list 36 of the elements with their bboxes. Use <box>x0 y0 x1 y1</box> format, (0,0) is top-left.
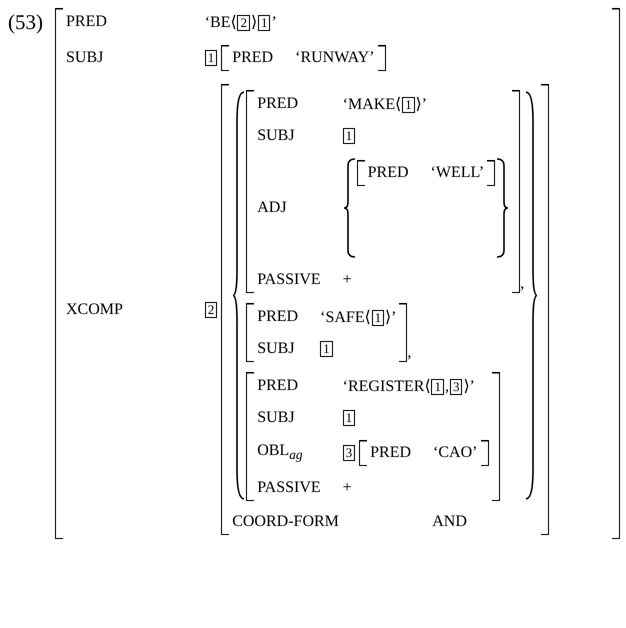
feature-name: COORD-FORM <box>232 513 340 531</box>
feature-name: ADJ <box>257 199 288 217</box>
index-tag: 1 <box>342 128 356 144</box>
feature-name: PRED <box>232 49 274 67</box>
feature-value: ‘SAFE⟨1⟩’ <box>320 308 396 327</box>
feature-value: ‘BE⟨2⟩1’ <box>204 13 277 32</box>
feature-value: + <box>342 271 352 289</box>
feature-name: PRED <box>370 444 412 462</box>
feature-value: ‘CAO’ <box>433 444 478 462</box>
example-number: (53) <box>8 10 43 35</box>
feature-name: PRED <box>368 164 409 182</box>
feature-name: XCOMP <box>66 300 124 318</box>
feature-value: ‘WELL’ <box>430 164 484 182</box>
index-tag: 1 <box>204 50 218 66</box>
feature-name: PRED <box>257 377 300 395</box>
feature-name: SUBJ <box>257 340 296 358</box>
index-tag: 2 <box>204 302 218 318</box>
index-tag: 1 <box>320 341 333 357</box>
feature-value: ‘MAKE⟨1⟩’ <box>342 95 427 114</box>
feature-name: OBL$_{ag}$ <box>257 442 304 464</box>
feature-name: PASSIVE <box>257 271 321 289</box>
comma: , <box>520 275 524 293</box>
feature-value: ‘REGISTER⟨1,3⟩’ <box>342 377 475 396</box>
feature-name: PRED <box>257 308 298 326</box>
index-tag: 1 <box>342 410 356 426</box>
feature-name: SUBJ <box>257 127 296 145</box>
index-tag: 3 <box>342 445 356 461</box>
feature-name: SUBJ <box>257 409 296 427</box>
feature-value: ‘RUNWAY’ <box>295 49 375 67</box>
feature-name: PRED <box>66 13 108 31</box>
feature-value: AND <box>432 513 467 531</box>
feature-value: + <box>342 479 352 497</box>
comma: , <box>407 344 412 362</box>
feature-name: PRED <box>257 95 300 113</box>
feature-name: SUBJ <box>66 49 104 67</box>
feature-name: PASSIVE <box>257 479 321 497</box>
